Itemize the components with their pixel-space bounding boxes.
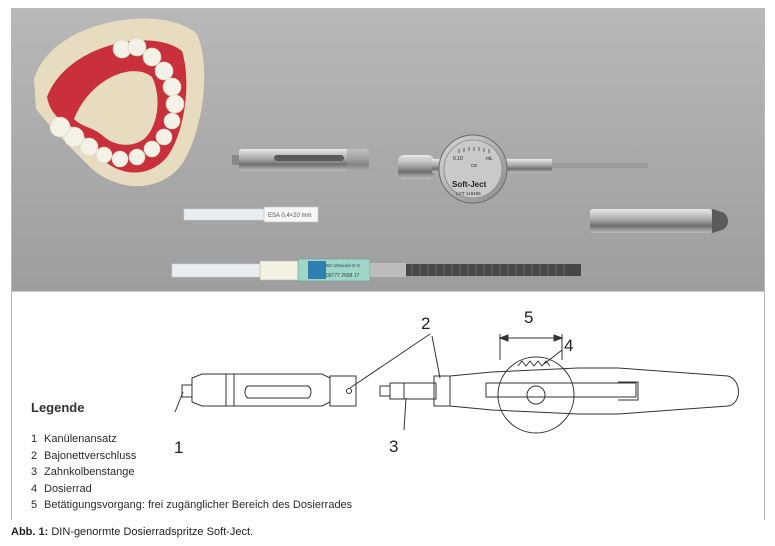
legend-item: 2 Bajonettverschluss <box>31 448 391 465</box>
callout-1: 1 <box>174 438 184 457</box>
caption-prefix: Abb. 1: <box>11 526 49 538</box>
legend-item-number: 2 <box>31 449 38 462</box>
syringe-barrel-part <box>232 149 369 171</box>
callout-2: 2 <box>421 314 431 333</box>
legend-item: 5 Betätigungsvorgang: frei zugänglicher B… <box>31 497 391 514</box>
legend-item-number: 5 <box>31 499 38 511</box>
legend-item-number: 1 <box>31 433 38 445</box>
legend-item-text: Zahnkolbenstange <box>44 466 135 478</box>
dial-scale-ticks <box>458 147 490 153</box>
photo-illustration: 0.10 mL CE Soft-Ject LOT 118498 ESA 0,4×… <box>34 18 728 282</box>
dial-scale-left-label: 0.10 <box>453 156 463 162</box>
needle-packaging-label: ESA 0,4×20 mm <box>268 213 312 219</box>
callout-3: 3 <box>389 437 399 456</box>
legend-item-number: 4 <box>31 482 38 495</box>
caption-text: DIN-genormte Dosierradspritze Soft-Ject. <box>48 526 254 538</box>
legend-item-text: Betätigungsvorgang: frei zugänglicher Be… <box>44 499 353 511</box>
legend-item: 1 Kanülenansatz <box>31 431 391 448</box>
legend-item-text: Dosierrad <box>44 482 92 495</box>
legend-item-number: 3 <box>31 466 38 478</box>
dental-jaw-model <box>34 18 205 187</box>
dial-lot-label: LOT 118498 <box>456 191 481 196</box>
legend-item: 4 Dosierrad <box>31 481 391 498</box>
needle-part: ESA 0,4×20 mm <box>183 206 319 223</box>
callout-5: 5 <box>524 308 534 327</box>
dosing-head-part: 0.10 mL CE Soft-Ject LOT 118498 <box>398 134 648 204</box>
legend-list: 1 Kanülenansatz 2 Bajonettverschluss 3 Zahn… <box>31 431 391 514</box>
product-photo: 0.10 mL CE Soft-Ject LOT 118498 ESA 0,4×… <box>12 9 764 291</box>
legend-item: 3 Zahnkolbenstange <box>31 464 391 481</box>
callout-4: 4 <box>564 336 574 355</box>
dial-brand-label: Soft-Ject <box>452 180 487 189</box>
dial-scale-right-label: mL <box>486 156 493 162</box>
dial-ce-mark: CE <box>471 163 477 168</box>
cartridge-label: BS Ultracain D-S <box>326 263 360 268</box>
technical-drawing <box>174 333 739 434</box>
legend-item-text: Kanülenansatz <box>44 433 117 445</box>
legend-item-text: Bajonettverschluss <box>44 449 137 462</box>
protective-cap-part <box>590 209 728 233</box>
legend-title: Legende <box>31 400 85 415</box>
cartridge-lot: 09777 2668 17 <box>326 273 360 279</box>
cartridge-and-plunger-part: BS Ultracain D-S 09777 2668 17 <box>171 258 581 282</box>
figure-frame: 0.10 mL CE Soft-Ject LOT 118498 ESA 0,4×… <box>11 8 765 520</box>
figure-caption: Abb. 1: DIN-genormte Dosierradspritze So… <box>11 526 253 538</box>
legend: Legende 1 Kanülenansatz 2 Bajonettverschlu… <box>31 400 391 514</box>
